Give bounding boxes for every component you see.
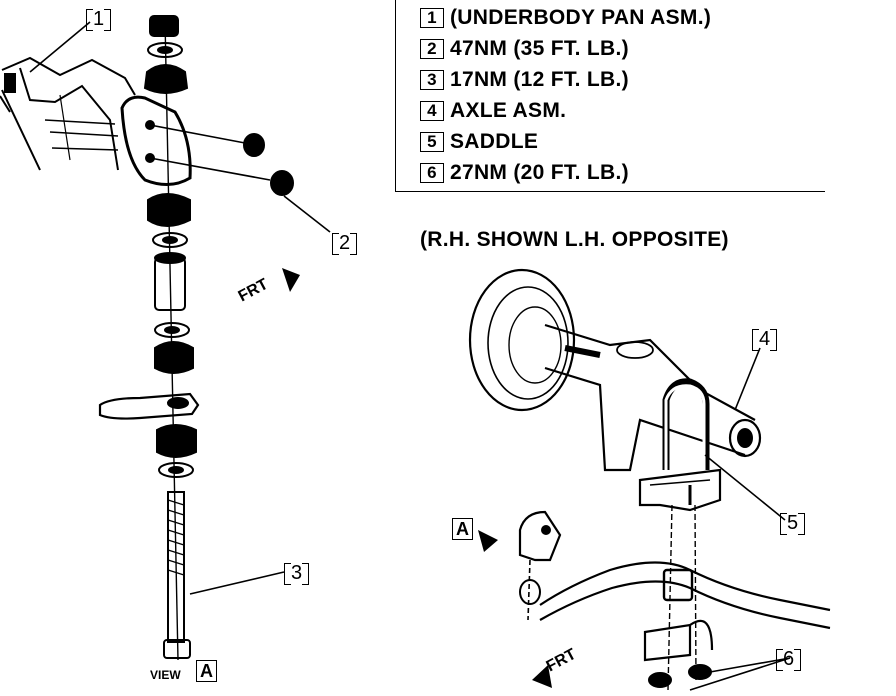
legend-item-5: 5 SADDLE bbox=[420, 130, 538, 154]
legend-text: AXLE ASM. bbox=[450, 99, 567, 122]
view-label: VIEW bbox=[150, 668, 181, 682]
nuts-27nm bbox=[648, 664, 712, 688]
legend-item-1: 1 (UNDERBODY PAN ASM.) bbox=[420, 6, 711, 30]
knuckle-link bbox=[518, 510, 562, 621]
diagram-subtitle: (R.H. SHOWN L.H. OPPOSITE) bbox=[420, 228, 729, 251]
stabilizer-bar-end bbox=[98, 392, 200, 420]
legend-text: 47NM (35 FT. LB.) bbox=[450, 37, 629, 60]
lower-bushing-bottom bbox=[156, 424, 197, 458]
callout-5: 5 bbox=[780, 512, 806, 535]
bolt-47nm-upper bbox=[149, 124, 265, 157]
legend-item-4: 4 AXLE ASM. bbox=[420, 99, 566, 123]
callout-6: 6 bbox=[776, 648, 802, 671]
legend-key: 1 bbox=[420, 8, 444, 28]
legend-text: SADDLE bbox=[450, 130, 539, 153]
legend-key: 3 bbox=[420, 70, 444, 90]
legend-box: 1 (UNDERBODY PAN ASM.) 2 47NM (35 FT. LB… bbox=[395, 0, 825, 192]
spacer-sleeve bbox=[154, 252, 186, 311]
legend-item-2: 2 47NM (35 FT. LB.) bbox=[420, 37, 629, 61]
view-a-arrow bbox=[478, 530, 498, 552]
stabilizer-bar-right bbox=[539, 561, 831, 630]
u-bolt bbox=[662, 378, 710, 470]
legend-text: 17NM (12 FT. LB.) bbox=[450, 68, 629, 91]
upper-bushing-top bbox=[143, 64, 189, 94]
callout-number: 2 bbox=[339, 232, 351, 254]
axle-assembly bbox=[468, 268, 762, 472]
view-key-letter: A bbox=[196, 660, 217, 682]
legend-key: 2 bbox=[420, 39, 444, 59]
saddle bbox=[638, 468, 722, 512]
legend-key: 6 bbox=[420, 163, 444, 183]
underbody-pan-bracket bbox=[0, 56, 136, 171]
mount-plate bbox=[120, 95, 192, 186]
legend-text: 27NM (20 FT. LB.) bbox=[450, 161, 629, 184]
callout-4: 4 bbox=[752, 328, 778, 351]
clamp-bracket bbox=[643, 504, 714, 691]
callout-number: 3 bbox=[291, 562, 303, 584]
mid-washer bbox=[152, 232, 188, 248]
legend-text: (UNDERBODY PAN ASM.) bbox=[450, 6, 712, 29]
link-bolt bbox=[163, 491, 191, 659]
frt-arrow-left bbox=[282, 268, 300, 292]
lower-bushing-top bbox=[154, 341, 194, 374]
frt-arrow-right bbox=[532, 665, 552, 688]
legend-item-6: 6 27NM (20 FT. LB.) bbox=[420, 161, 629, 185]
legend-item-3: 3 17NM (12 FT. LB.) bbox=[420, 68, 629, 92]
bolt-47nm-lower bbox=[149, 157, 294, 196]
centerline bbox=[164, 19, 179, 661]
callout-number: 5 bbox=[787, 512, 799, 534]
top-nut bbox=[149, 15, 179, 37]
callout-number: 1 bbox=[93, 8, 105, 30]
view-key: A bbox=[196, 660, 217, 682]
arrow-key-letter: A bbox=[452, 518, 473, 540]
callout-3: 3 bbox=[284, 562, 310, 585]
callout-1: 1 bbox=[86, 8, 112, 31]
callout-number: 4 bbox=[759, 328, 771, 350]
callout-2: 2 bbox=[332, 232, 358, 255]
callout-number: 6 bbox=[783, 648, 795, 670]
legend-key: 4 bbox=[420, 101, 444, 121]
upper-bushing-bottom bbox=[147, 193, 191, 227]
legend-key: 5 bbox=[420, 132, 444, 152]
top-washer bbox=[147, 42, 183, 58]
arrow-key: A bbox=[452, 518, 473, 540]
bottom-washer bbox=[158, 462, 194, 478]
lower-washer-1 bbox=[154, 322, 190, 338]
